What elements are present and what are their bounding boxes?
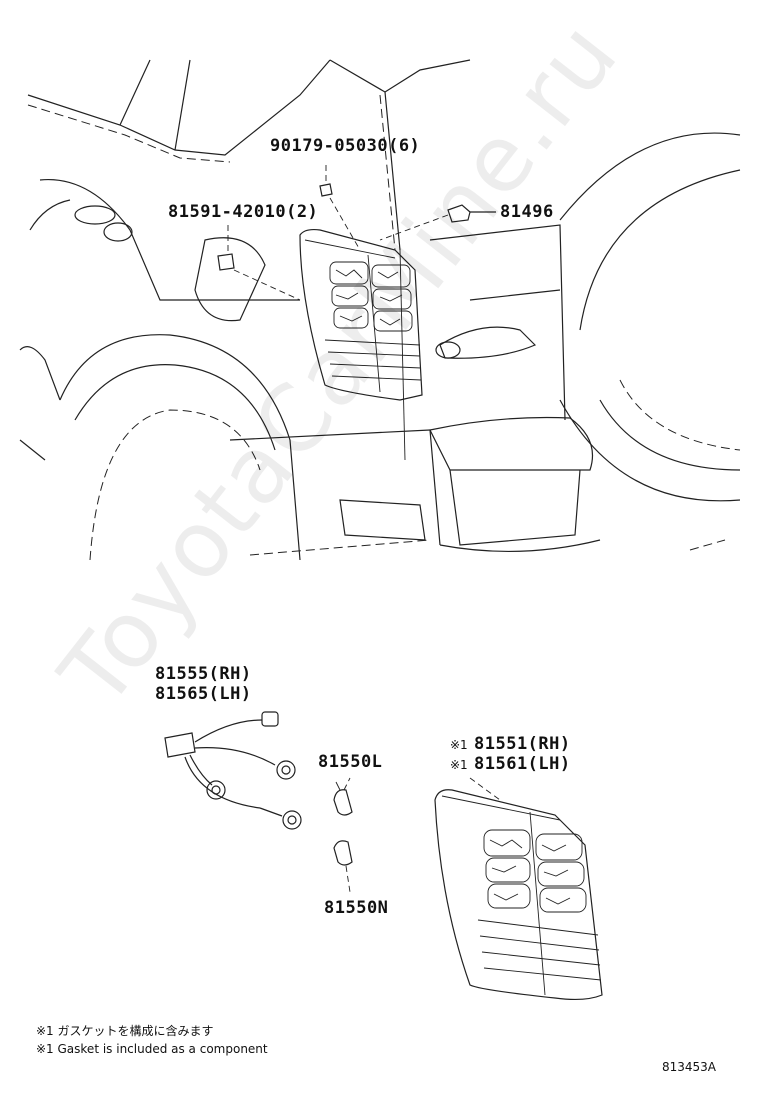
part-label-bulb-n[interactable]: 81550N [324, 898, 389, 918]
bulb-n-part [333, 840, 353, 866]
part-label-socket[interactable]: 81496 [500, 202, 554, 222]
part-label-wire-rh[interactable]: 81555(RH) [155, 664, 252, 684]
footnote-english: ※1 Gasket is included as a component [36, 1042, 268, 1056]
footnote-japanese: ※1 ガスケットを構成に含みます [36, 1024, 214, 1038]
part-label-lamp-lh[interactable]: 81561(LH) [474, 754, 571, 774]
part-label-wire-lh[interactable]: 81565(LH) [155, 684, 252, 704]
part-label-bulb-l[interactable]: 81550L [318, 752, 383, 772]
lens-cells [329, 261, 413, 332]
vehicle-body-outline [19, 59, 741, 561]
part-label-clip[interactable]: 90179-05030(6) [270, 136, 421, 156]
tail-lamp-installed [299, 228, 423, 401]
lamp-lh-note-mark: ※1 [450, 758, 468, 772]
part-label-lamp-rh[interactable]: 81551(RH) [474, 734, 571, 754]
figure-code: 813453A [662, 1060, 717, 1074]
leader-lines-lower [343, 777, 351, 893]
socket-part [447, 204, 471, 223]
part-label-retainer[interactable]: 81591-42010(2) [168, 202, 319, 222]
lamp-rh-note-mark: ※1 [450, 738, 468, 752]
leader-lines-upper [227, 165, 496, 301]
wire-harness-part [164, 711, 302, 830]
tail-lamp-assembly [434, 777, 603, 1001]
bulb-l-part [333, 781, 353, 816]
clip-part [319, 183, 333, 197]
retainer-part [217, 253, 235, 271]
